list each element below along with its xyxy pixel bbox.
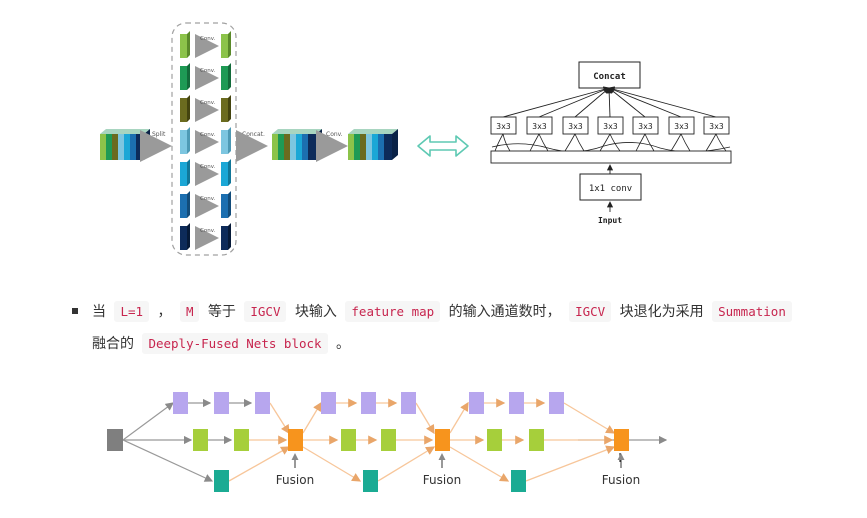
conv-label-7: Conv. xyxy=(200,228,216,234)
concat-box-label: Concat xyxy=(593,72,626,82)
fusion-label-2: Fusion xyxy=(423,473,461,487)
branch-box-5 xyxy=(632,116,659,135)
conv-label-2: Conv. xyxy=(200,68,216,74)
conv1x1-label: 1x1 conv xyxy=(589,184,632,194)
group-row-1: Conv. xyxy=(180,31,231,58)
group-row-2: Conv. xyxy=(180,63,231,90)
final-conv-label: Conv. xyxy=(326,131,343,138)
wavy-input-lines xyxy=(491,133,731,153)
conv-label-6: Conv. xyxy=(200,196,216,202)
input-bar xyxy=(490,150,732,164)
inline-code-dfn-block: Deeply-Fused Nets block xyxy=(142,333,328,354)
inline-code-summation: Summation xyxy=(712,301,792,322)
bullet-marker xyxy=(72,308,78,314)
conv-label-4: Conv. xyxy=(200,132,216,138)
conv-label-3: Conv. xyxy=(200,100,216,106)
branch-label-3: 3x3 xyxy=(568,122,583,131)
fusion-edges xyxy=(228,398,616,482)
fusion-label-1: Fusion xyxy=(276,473,314,487)
inline-code-igcv-2: IGCV xyxy=(569,301,612,322)
inline-code-l1: L=1 xyxy=(114,301,150,322)
input-node xyxy=(107,429,123,451)
branch-label-7: 3x3 xyxy=(709,122,724,131)
text-segment: 。 xyxy=(336,336,350,352)
text-segment: 融合的 xyxy=(92,336,134,352)
input-label: Input xyxy=(598,216,622,225)
text-segment: 等于 xyxy=(207,304,236,320)
branch-label-5: 3x3 xyxy=(638,122,653,131)
inline-code-m: M xyxy=(179,301,200,322)
output-feature-stack xyxy=(348,129,398,160)
equivalence-double-arrow-icon xyxy=(417,135,469,157)
concat-box xyxy=(578,61,641,89)
purple-nodes xyxy=(173,392,564,414)
group-row-5: Conv. xyxy=(180,159,231,186)
branch-box-3 xyxy=(562,116,589,135)
fusion-pointer-arrows xyxy=(291,453,625,468)
bullet-text: 当 L=1 ， M 等于 IGCV 块输入 feature map 的输入通道数… xyxy=(92,296,852,360)
group-conv-rows: Conv. Conv. Conv. Conv. Conv. xyxy=(180,31,231,250)
group-row-3: Conv. xyxy=(180,95,231,122)
concat-feature-stack xyxy=(272,129,322,160)
concat-label: Concat. xyxy=(242,131,265,138)
branch-box-4 xyxy=(597,116,624,135)
text-segment: 当 xyxy=(92,304,106,320)
igcv-architecture-figure: Split Conv. Conv. Conv. Conv. xyxy=(100,22,732,256)
conv-label-5: Conv. xyxy=(200,164,216,170)
branch-box-2 xyxy=(526,116,553,135)
group-conv-container xyxy=(171,22,237,256)
branch-boxes: 3x3 3x3 3x3 3x3 3x3 3x3 3x3 xyxy=(490,116,730,135)
group-row-7: Conv. xyxy=(180,223,231,250)
branch-box-7 xyxy=(703,116,730,135)
branch-label-4: 3x3 xyxy=(603,122,618,131)
input-feature-stack xyxy=(100,129,150,160)
branch-label-6: 3x3 xyxy=(674,122,689,131)
bullet-paragraph: 当 L=1 ， M 等于 IGCV 块输入 feature map 的输入通道数… xyxy=(72,296,852,360)
conv-label-1: Conv. xyxy=(200,36,216,42)
text-segment: ， xyxy=(157,304,172,320)
inline-code-igcv: IGCV xyxy=(244,301,287,322)
branch-box-6 xyxy=(668,116,695,135)
group-row-6: Conv. xyxy=(180,191,231,218)
text-segment: 的输入通道数时， xyxy=(448,304,561,320)
green-nodes xyxy=(193,429,544,451)
branch-to-concat-lines xyxy=(502,86,717,118)
fusion-nodes xyxy=(288,429,629,451)
group-row-4: Conv. xyxy=(180,127,231,154)
deeply-fused-nets-figure: Fusion Fusion Fusion xyxy=(107,392,668,492)
split-label: Split xyxy=(152,131,166,138)
branch-label-1: 3x3 xyxy=(496,122,511,131)
inline-code-feature-map: feature map xyxy=(345,301,441,322)
conv1x1-box xyxy=(579,173,642,201)
teal-nodes xyxy=(214,470,526,492)
branch-label-2: 3x3 xyxy=(532,122,547,131)
concat-diagram: Concat 3x3 3x3 3x3 3x3 3x3 3x3 3x xyxy=(490,61,732,225)
text-segment: 块输入 xyxy=(294,304,337,320)
text-segment: 块退化为采用 xyxy=(619,304,704,320)
fusion-label-3: Fusion xyxy=(602,473,640,487)
branch-box-1 xyxy=(490,116,517,135)
